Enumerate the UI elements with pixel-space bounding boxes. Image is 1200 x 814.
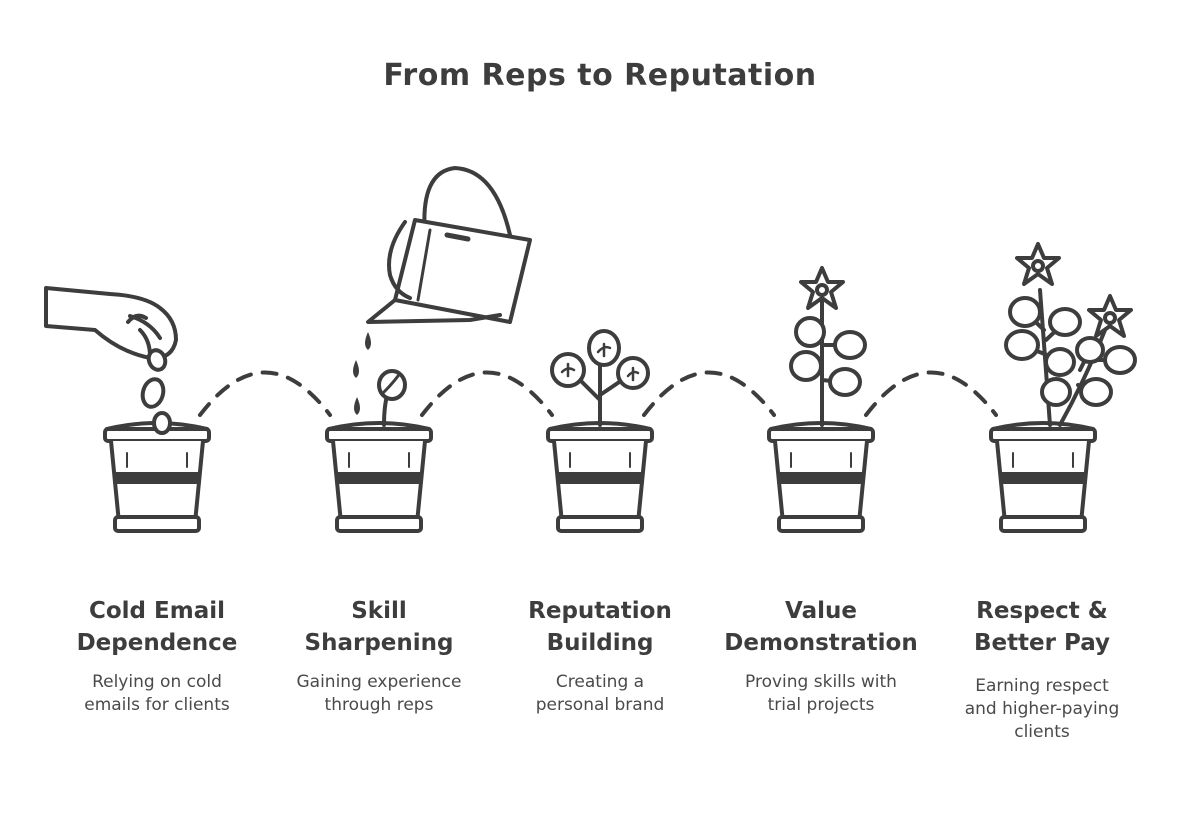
flowering-plant-icon <box>789 266 867 427</box>
connector-arc-3 <box>642 370 776 417</box>
connector-arc-2 <box>420 370 554 417</box>
connector-arcs <box>198 370 998 417</box>
stage-description: Gaining experience through reps <box>296 672 462 715</box>
stage-respect-better-pay: Respect & Better Pay Earning respect and… <box>932 595 1152 744</box>
stage-value-demonstration: Value Demonstration Proving skills with … <box>711 595 931 717</box>
stage-description: Earning respect and higher-paying client… <box>964 676 1120 742</box>
plant-icon <box>550 329 650 427</box>
stage-title: Respect & Better Pay <box>973 598 1111 656</box>
stage-reputation-building: Reputation Building Creating a personal … <box>490 595 710 717</box>
stage-description: Creating a personal brand <box>535 672 665 715</box>
hand-planting-seeds-icon <box>44 286 178 435</box>
flower-pot-icon <box>103 421 211 533</box>
connector-arc-4 <box>864 370 998 417</box>
stage-description: Relying on cold emails for clients <box>84 672 230 715</box>
stage-cold-email-dependence: Cold Email Dependence Relying on cold em… <box>47 595 267 717</box>
flower-icon <box>799 266 845 310</box>
watering-can-icon <box>366 166 532 324</box>
stage-title: Reputation Building <box>528 598 672 656</box>
flower-pot-icon <box>546 421 654 533</box>
stage-description: Proving skills with trial projects <box>745 672 897 715</box>
flower-icon <box>1015 242 1061 286</box>
diagram-title: From Reps to Reputation <box>383 58 817 93</box>
full-bloom-plant-icon <box>1004 242 1137 427</box>
flower-pot-icon <box>325 421 433 533</box>
flower-pot-icon <box>989 421 1097 533</box>
connector-arc-1 <box>198 370 332 417</box>
stage-title: Cold Email Dependence <box>76 598 238 656</box>
water-drops-icon <box>353 332 371 415</box>
stage-title: Value Demonstration <box>724 598 918 656</box>
sprout-icon <box>377 369 407 427</box>
flower-icon <box>1087 294 1133 338</box>
stage-title: Skill Sharpening <box>304 598 454 656</box>
stage-skill-sharpening: Skill Sharpening Gaining experience thro… <box>269 595 489 717</box>
flower-pot-icon <box>767 421 875 533</box>
